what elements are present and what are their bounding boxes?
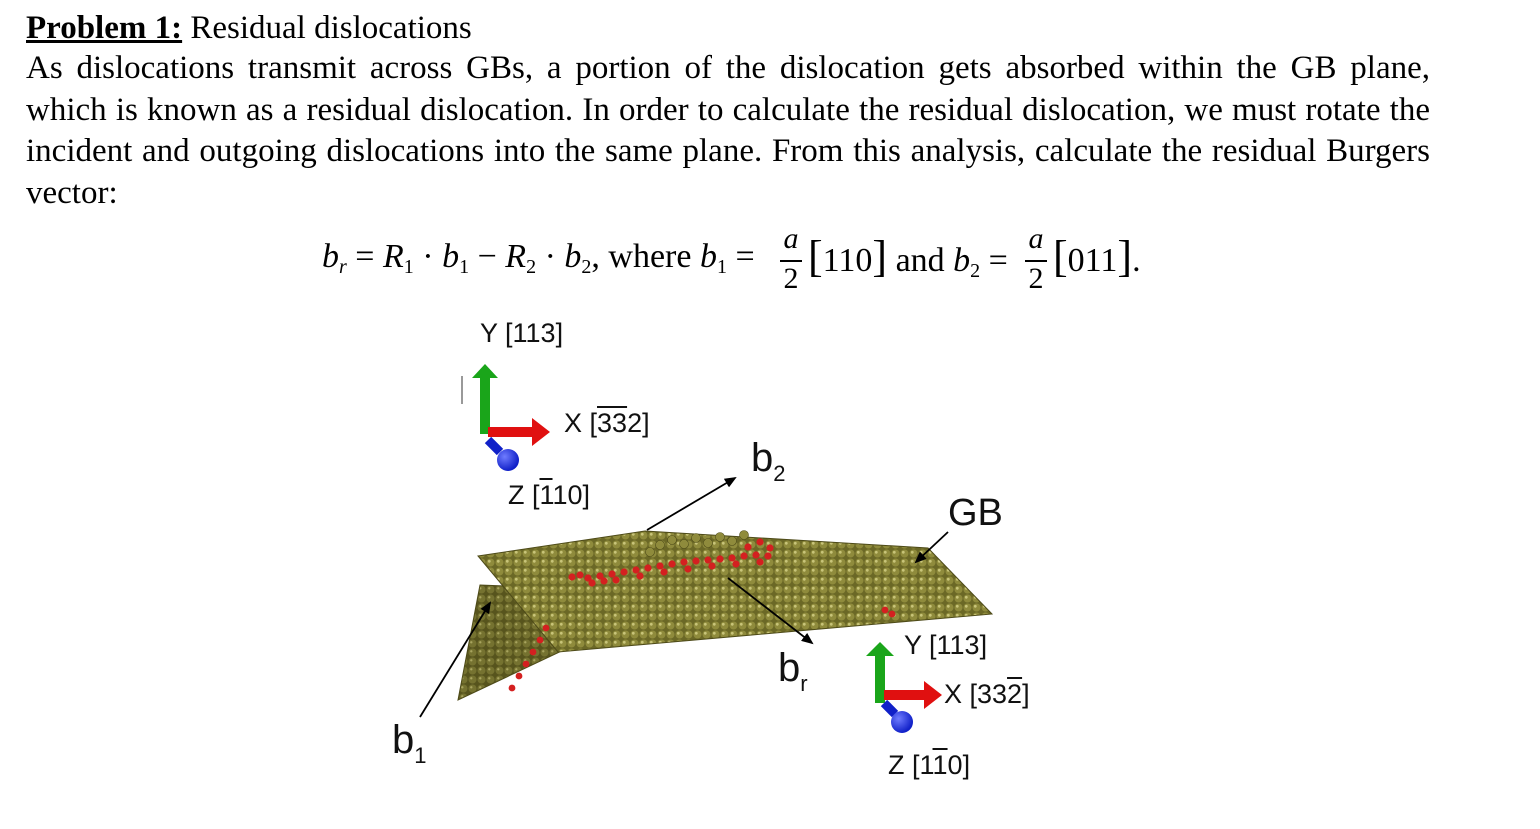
top-x-axis-label: X [332] xyxy=(564,408,650,438)
gb-label: GB xyxy=(948,492,1003,534)
top-y-axis-label: Y [113] xyxy=(480,318,564,348)
br-arrow xyxy=(727,577,814,645)
fraction-denominator: 2 xyxy=(783,262,799,295)
problem-label: Problem 1: xyxy=(26,10,183,46)
equation-lhs: br = R1 · b1 − R2 · b2, where b1 = xyxy=(322,238,755,278)
bottom-z-axis-label: Z [110] xyxy=(888,750,971,780)
fraction-numerator-2: a xyxy=(1028,222,1044,255)
bottom-y-axis-label: Y [113] xyxy=(904,630,988,660)
b1-vector: [110] and b2 = xyxy=(808,232,1008,282)
top-z-axis-label: Z [110] xyxy=(508,480,591,510)
b2-indices: 011 xyxy=(1067,242,1118,279)
equation: br = R1 · b1 − R2 · b2, where b1 = a 2 [… xyxy=(0,222,1540,302)
b2-vector: [011]. xyxy=(1053,232,1141,281)
fraction-numerator: a xyxy=(783,222,799,255)
residual-dislocation-atoms xyxy=(508,538,896,692)
problem-heading: Problem 1: Residual dislocations xyxy=(26,8,472,48)
gb-plane xyxy=(477,530,994,653)
bottom-axes-triad xyxy=(866,642,942,733)
b2-arrow xyxy=(646,476,737,531)
b1-arrow xyxy=(419,601,492,718)
protruding-atoms xyxy=(645,530,749,557)
top-axes-triad xyxy=(461,364,550,471)
bottom-x-axis-label: X [332] xyxy=(944,679,1030,709)
fraction-bar xyxy=(780,260,802,262)
b1-indices: 110 xyxy=(822,242,873,279)
equation-where: where xyxy=(608,238,692,275)
problem-description: As dislocations transmit across GBs, a p… xyxy=(26,50,1430,211)
fraction-denominator-2: 2 xyxy=(1028,262,1044,295)
gb-arrow xyxy=(914,531,949,564)
b2-label: b2 xyxy=(751,436,786,486)
br-label: br xyxy=(778,646,808,696)
problem-title: Residual dislocations xyxy=(190,10,472,46)
fraction-bar-2 xyxy=(1025,260,1047,262)
b1-label: b1 xyxy=(392,718,427,768)
equation-and: and xyxy=(895,242,945,279)
